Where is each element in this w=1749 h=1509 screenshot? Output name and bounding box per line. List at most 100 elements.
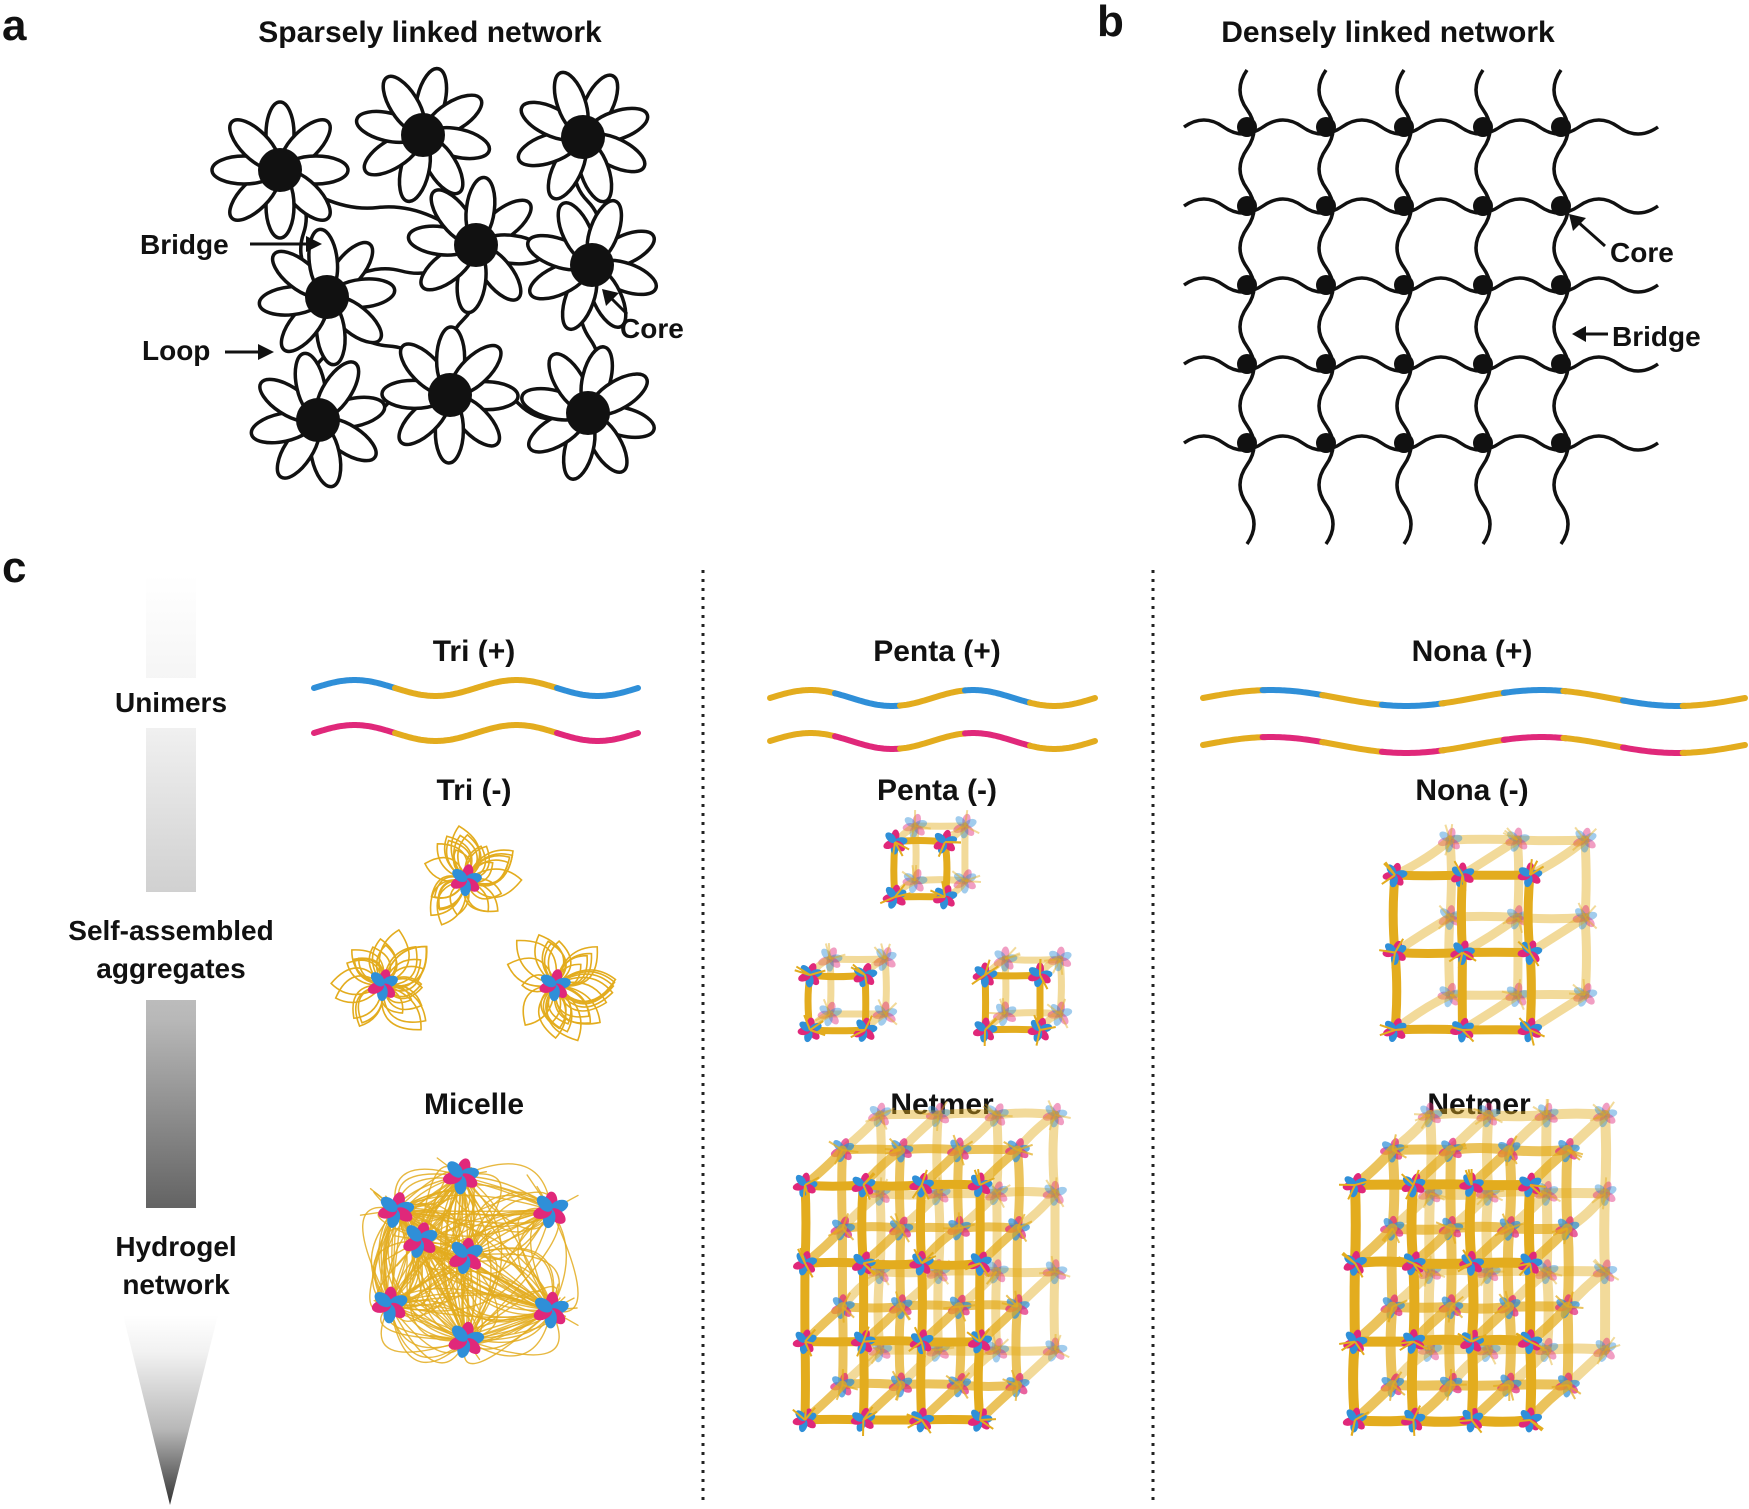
penta-aggregate-core-lobe [1004,1006,1017,1016]
stage-hydrogel-line2: network [122,1269,230,1300]
penta-netmer-network-bridge [875,1267,943,1278]
penta-aggregate-tail [988,1011,1006,1015]
penta-aggregate-tail [884,943,891,960]
penta-netmer-network-tail [804,1176,820,1186]
penta-netmer-network-core-lobe [795,1174,807,1187]
nona-aggregate-bridge [1458,913,1522,957]
micelle-core [570,243,614,287]
nona-aggregate-core-lobe [1514,905,1523,919]
penta-netmer-network-tail [865,1114,881,1123]
penta-aggregate-tail [944,841,962,844]
penta-netmer-network-core-lobe [1042,1268,1056,1277]
nona-aggregate-bridge [1390,835,1455,880]
penta-netmer-network-core-lobe [937,1187,951,1197]
penta-plus-strand [832,690,903,709]
nona-aggregate-core-lobe [1444,994,1453,1008]
penta-aggregate-core-lobe [1001,1001,1010,1015]
penta-netmer-network-core-lobe [937,1192,949,1203]
penta-aggregate-core-lobe [1053,1013,1063,1026]
nona-plus-strand [1679,695,1748,709]
nona-plus-strand [1500,687,1570,696]
penta-aggregate-tail [928,896,946,899]
penta-aggregate-core-lobe [878,1013,888,1026]
grid-core [1316,275,1336,295]
nona-aggregate-bridge [1580,913,1591,1000]
nona-minus-strand [1679,742,1748,756]
penta-aggregate-core-lobe [1047,956,1061,965]
nona-netmer-network-tail [1529,1419,1543,1432]
penta-aggregate-core-lobe [912,813,921,827]
penta-aggregate-tail [809,969,826,976]
penta-netmer-network-tail [979,1177,995,1186]
penta-aggregate-core-lobe [960,880,969,894]
penta-netmer-network-tail [984,1103,998,1116]
nona-netmer-network-core-lobe [1546,1265,1559,1274]
penta-aggregate-core-lobe [914,819,928,829]
penta-plus-label: Penta (+) [873,635,1001,668]
nona-netmer-network-core-lobe [1543,1180,1552,1194]
penta-netmer-network-core-lobe [1050,1192,1059,1206]
nona-minus-strand [1200,734,1269,748]
nona-aggregate-core-lobe [1578,994,1588,1007]
penta-netmer-network-core-lobe [1054,1270,1067,1280]
penta-netmer-network-core-lobe [995,1191,1008,1202]
grid-core [1551,354,1571,374]
nona-aggregate-tail [1449,824,1454,841]
micelle-network-chain [419,1210,447,1241]
penta-aggregate-core-lobe [884,1008,898,1017]
nona-netmer-network-core-lobe [1594,1106,1606,1117]
penta-netmer-network-core-lobe [1042,1190,1056,1199]
nona-netmer-network-tail [1604,1336,1616,1351]
nona-aggregate-tail [1379,949,1396,954]
penta-netmer-network-bridge [917,1380,964,1425]
nona-netmer-network-core-lobe [1425,1192,1434,1206]
nona-netmer-network-tail [1412,1262,1423,1278]
nona-netmer-network-tail [1397,1340,1414,1345]
nona-netmer-network-tail [1518,1262,1531,1277]
nona-netmer-network-tail [1347,1184,1356,1200]
grid-core [1394,196,1414,216]
penta-aggregate-tail [1052,958,1061,974]
penta-netmer-network-bridge [992,1345,1060,1356]
panel-a: a Sparsely linked network Bridge Loop Co… [2,1,684,489]
nona-aggregate-tail [1526,936,1531,953]
nona-netmer-network-core-lobe [1418,1190,1431,1200]
tri-micelle-core-lobe [540,974,557,988]
micelle-network-chain [395,1209,467,1341]
nona-netmer-network-tail [1412,1340,1428,1351]
nona-aggregate-core-lobe [1505,915,1519,925]
tri-micelle-loop [353,957,384,986]
penta-aggregate-tail [1033,1014,1041,1031]
micelle-network-core-lobe [451,1325,468,1342]
penta-netmer-network-core-lobe [1054,1109,1068,1118]
penta-netmer-network-core-lobe [995,1270,1006,1283]
nona-minus-strand [1319,739,1388,755]
core-annotation-b: Core [1569,214,1674,268]
tri-plus-strand [311,677,398,691]
grid-core [1237,433,1257,453]
penta-netmer-network-bridge [933,1108,1002,1120]
micelle-core [401,113,445,157]
penta-netmer-network-tail [804,1328,817,1343]
penta-netmer-network-core-lobe [1054,1266,1068,1275]
penta-aggregate-core-lobe [962,813,971,827]
nona-netmer-network-tail [1341,1253,1356,1265]
nona-netmer-network-core-lobe [1538,1104,1549,1116]
tri-micelle-loop [522,984,556,1027]
penta-netmer-network-core-lobe [853,1253,865,1265]
nona-aggregate-core-lobe [1461,873,1474,883]
nona-netmer-network-core-lobe [1345,1331,1357,1343]
penta-netmer-network-tail [995,1192,1005,1208]
nona-netmer-network-core-lobe [1598,1349,1608,1362]
nona-aggregate-tail [1529,1029,1546,1038]
nona-aggregate-core-lobe [1510,916,1520,930]
nona-aggregate-core-lobe [1518,867,1531,877]
nona-netmer-network-core-lobe [1520,1410,1532,1422]
nona-aggregate-core-lobe [1448,838,1460,850]
nona-aggregate-tail [1518,1017,1531,1031]
penta-netmer-network-tail [797,1248,806,1264]
stage-unimers: Unimers [115,687,227,718]
nona-aggregate-tail [1457,952,1464,969]
penta-netmer-network-core-lobe [869,1105,882,1117]
penta-netmer-network-core-lobe [1047,1349,1058,1362]
